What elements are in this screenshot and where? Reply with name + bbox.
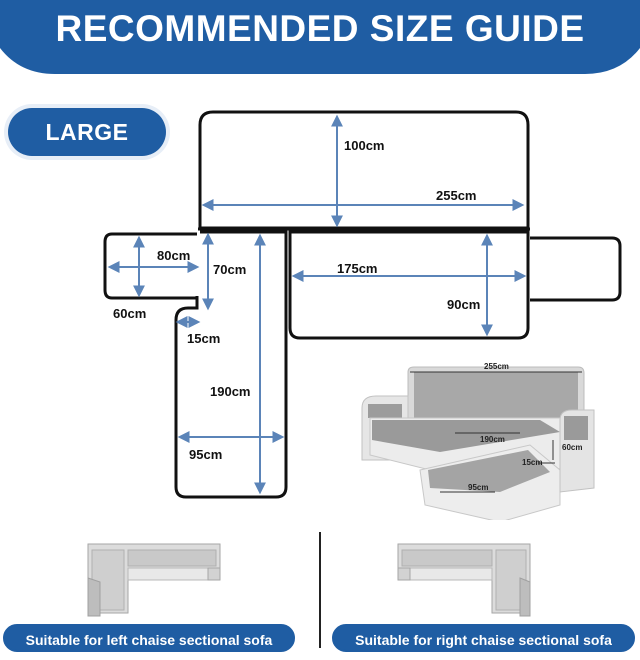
photo-label-chaise: 95cm: [468, 483, 488, 492]
photo-label-gap: 15cm: [522, 458, 542, 467]
backrest-outline: [198, 110, 530, 230]
label-seat-depth: 90cm: [447, 297, 480, 312]
label-back-depth: 100cm: [344, 138, 384, 153]
header-banner: [0, 0, 640, 74]
left-chaise-label: Suitable for left chaise sectional sofa: [3, 624, 295, 652]
photo-label-width: 255cm: [484, 362, 509, 371]
dimension-arrows: [107, 114, 527, 495]
right-arm-outline: [530, 236, 622, 302]
photo-label-length: 190cm: [480, 435, 505, 444]
chaise-orientation-diagrams: [87, 532, 531, 648]
left-chaise-sofa-icon: [87, 543, 221, 617]
label-arm-length: 80cm: [157, 248, 190, 263]
size-diagram: 100cm 255cm 80cm 60cm 70cm 15cm 190cm 95…: [103, 110, 622, 520]
right-chaise-label: Suitable for right chaise sectional sofa: [332, 624, 635, 652]
label-seat-width: 175cm: [337, 261, 377, 276]
label-back-width: 255cm: [436, 188, 476, 203]
seat-outline: [288, 230, 530, 340]
right-chaise-sofa-icon: [397, 543, 531, 617]
size-badge: LARGE: [8, 108, 166, 156]
label-arm-height: 60cm: [113, 306, 146, 321]
sofa-illustration: 255cm 190cm 60cm 15cm 95cm: [361, 362, 595, 520]
label-chaise-length: 190cm: [210, 384, 250, 399]
label-chaise-top: 70cm: [213, 262, 246, 277]
page-title: RECOMMENDED SIZE GUIDE: [55, 8, 585, 49]
label-chaise-width: 95cm: [189, 447, 222, 462]
size-badge-label: LARGE: [45, 119, 129, 145]
label-chaise-gap: 15cm: [187, 331, 220, 346]
photo-label-arm: 60cm: [562, 443, 582, 452]
